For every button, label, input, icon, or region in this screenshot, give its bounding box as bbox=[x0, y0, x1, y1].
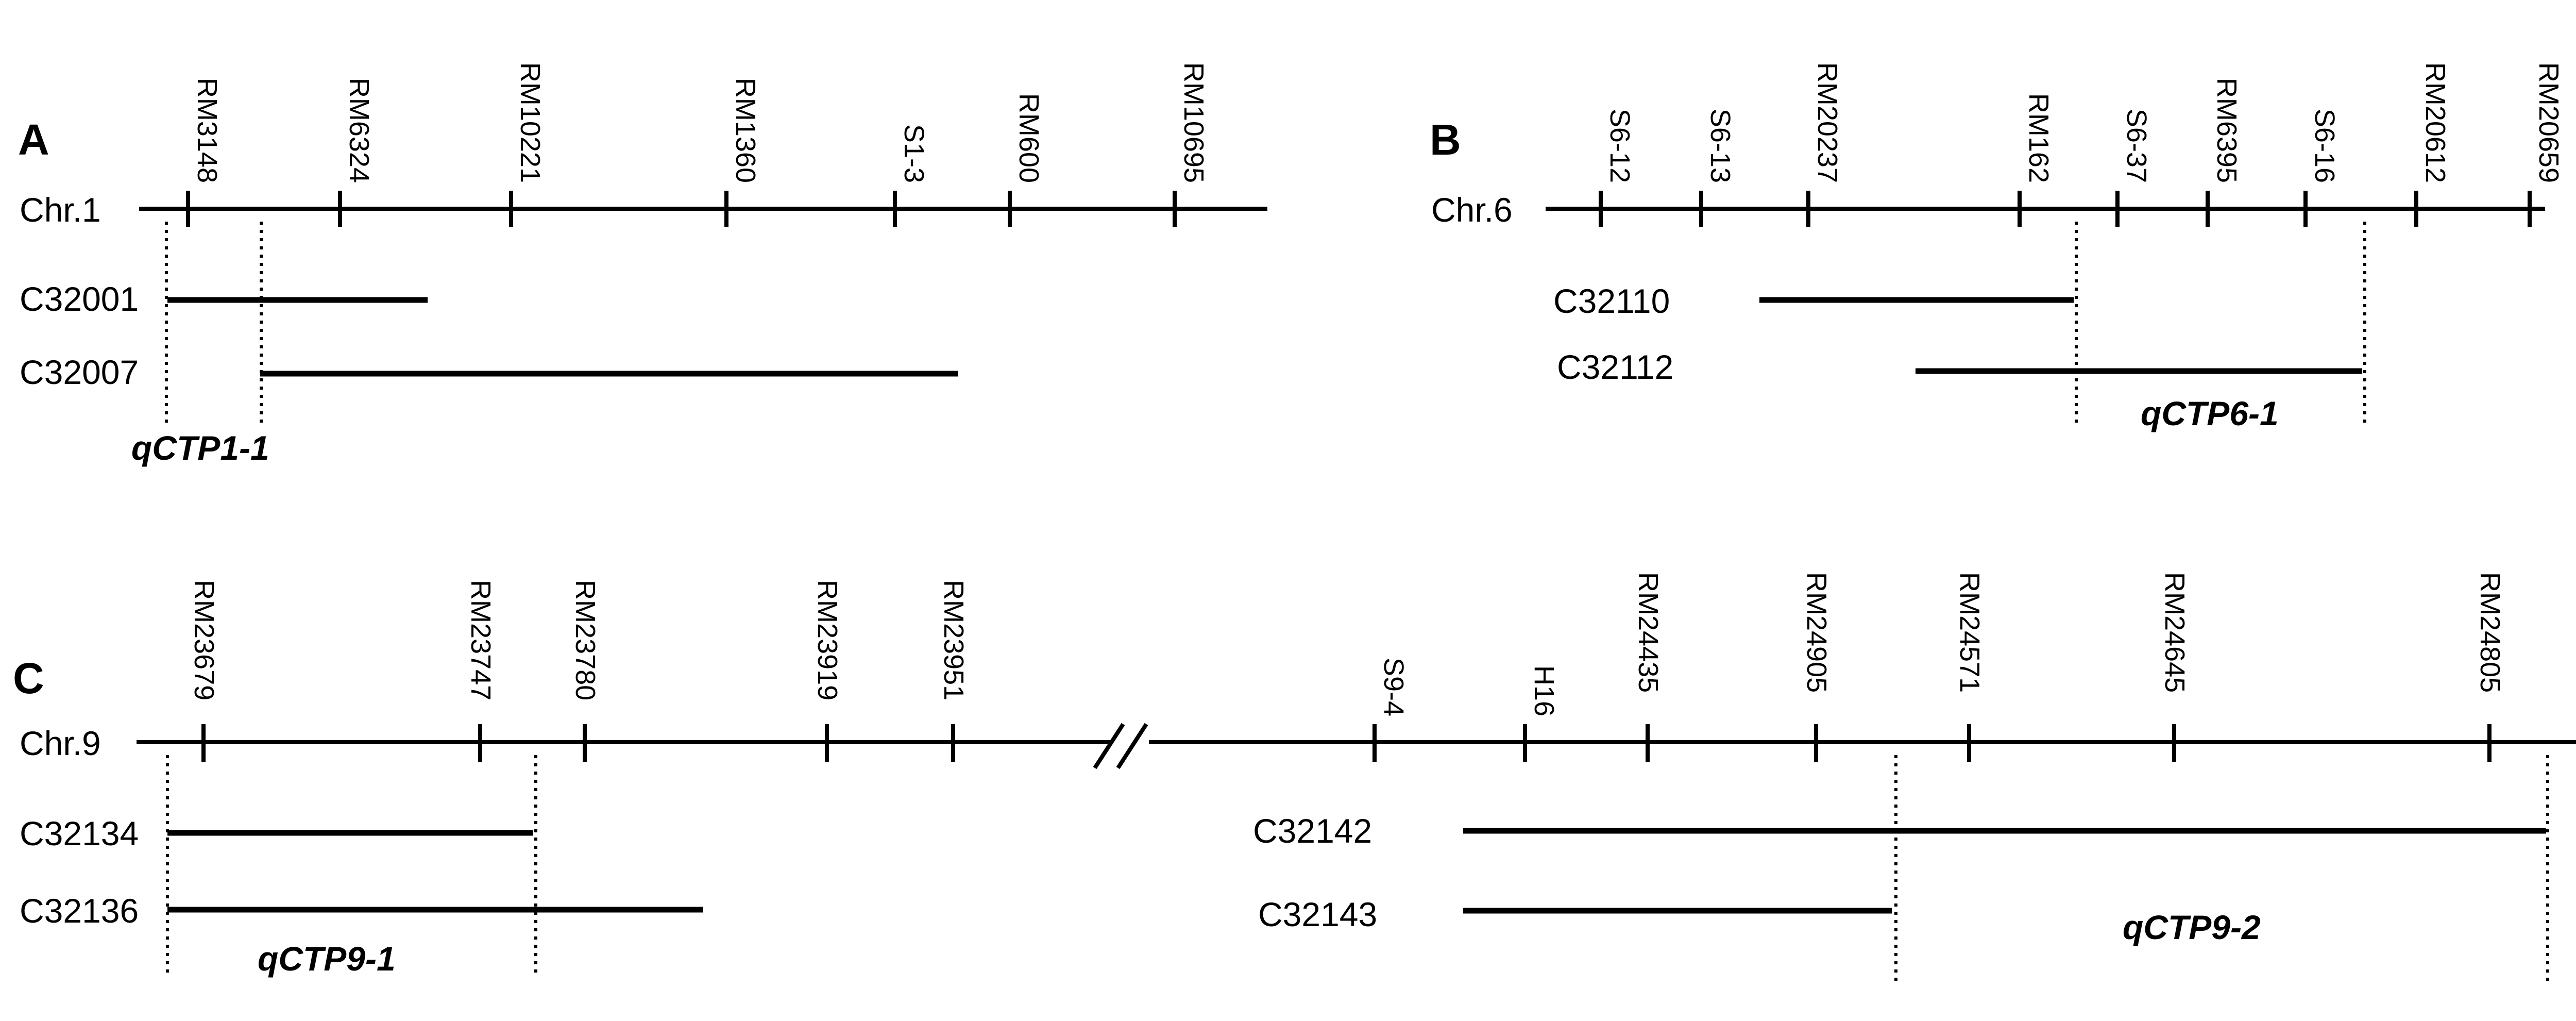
chromosome-label-c: Chr.9 bbox=[20, 724, 101, 762]
panel-letter-b: B bbox=[1430, 115, 1461, 164]
line-label: C32007 bbox=[20, 353, 139, 391]
qtl-label: qCTP6-1 bbox=[2141, 394, 2279, 432]
qtl-label: qCTP9-2 bbox=[2123, 908, 2261, 946]
marker-label: RM23780 bbox=[570, 580, 601, 700]
marker-label: RM20612 bbox=[2420, 62, 2451, 183]
marker-label: RM23919 bbox=[812, 580, 843, 700]
marker-label: S6-37 bbox=[2121, 109, 2152, 183]
marker-label: RM1360 bbox=[730, 78, 761, 183]
marker-label: S1-3 bbox=[899, 124, 929, 183]
panel-b: B Chr.6 S6-12 S6-13 RM20237 RM162 S6-37 … bbox=[1430, 62, 2564, 432]
marker-label: RM3148 bbox=[192, 78, 223, 183]
line-label: C32001 bbox=[20, 280, 139, 318]
line-label: C32142 bbox=[1253, 812, 1372, 850]
chromosome-label-b: Chr.6 bbox=[1431, 191, 1513, 229]
marker-label: RM20659 bbox=[2533, 62, 2564, 183]
marker-label: S6-12 bbox=[1604, 109, 1635, 183]
marker-label: RM10221 bbox=[515, 62, 546, 183]
axis-break-mark bbox=[1116, 723, 1148, 769]
marker-label: RM23747 bbox=[465, 580, 496, 700]
marker-label: S6-13 bbox=[1705, 109, 1736, 183]
line-label: C32112 bbox=[1557, 348, 1673, 386]
chromosome-label-a: Chr.1 bbox=[20, 191, 101, 229]
marker-label: RM24571 bbox=[1954, 572, 1985, 693]
marker-label: RM162 bbox=[2023, 93, 2054, 183]
marker-label: RM6324 bbox=[344, 78, 375, 183]
qtl-label: qCTP9-1 bbox=[258, 940, 396, 978]
marker-label: S9-4 bbox=[1378, 658, 1409, 716]
marker-label: RM24435 bbox=[1633, 572, 1664, 693]
marker-label: RM600 bbox=[1013, 93, 1044, 183]
marker-label: RM20237 bbox=[1812, 62, 1843, 183]
marker-label: RM10695 bbox=[1178, 62, 1209, 183]
panel-a: A Chr.1 RM3148 RM6324 RM10221 RM1360 S1-… bbox=[18, 62, 1267, 467]
marker-label: RM23951 bbox=[938, 580, 969, 700]
line-label: C32134 bbox=[20, 814, 139, 852]
line-label: C32143 bbox=[1258, 895, 1377, 933]
panel-c: C Chr.9 RM23679 RM23747 RM23780 RM23919 … bbox=[13, 572, 2576, 984]
marker-label: RM24905 bbox=[1801, 572, 1832, 693]
marker-label: H16 bbox=[1529, 665, 1560, 716]
line-label: C32136 bbox=[20, 892, 139, 930]
line-label: C32110 bbox=[1553, 282, 1670, 320]
marker-label: RM24645 bbox=[2159, 572, 2190, 693]
marker-label: RM6395 bbox=[2211, 78, 2242, 183]
panel-letter-c: C bbox=[13, 654, 44, 702]
qtl-label: qCTP1-1 bbox=[131, 429, 269, 467]
marker-label: RM23679 bbox=[189, 580, 219, 700]
axis-break-mark bbox=[1093, 723, 1125, 769]
marker-label: RM24805 bbox=[2475, 572, 2505, 693]
marker-label: S6-16 bbox=[2309, 109, 2340, 183]
panel-letter-a: A bbox=[18, 115, 49, 164]
